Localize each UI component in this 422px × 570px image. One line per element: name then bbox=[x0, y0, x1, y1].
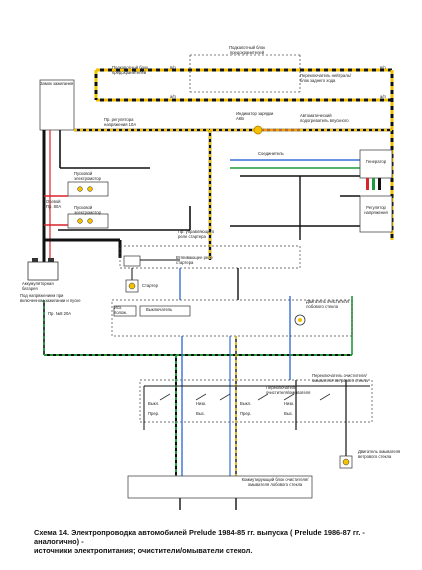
int1-label: Прер. bbox=[148, 411, 160, 416]
voltage-regulator-box bbox=[359, 195, 393, 233]
park-label: Исх. полож. bbox=[114, 305, 128, 315]
generator-box bbox=[359, 149, 393, 179]
high1-label: Выс. bbox=[196, 411, 206, 416]
wiper-feed bbox=[43, 268, 353, 380]
low2-label: Низк. bbox=[284, 401, 295, 406]
off1-label: Выкл. bbox=[148, 401, 160, 406]
wiper-motor-front-label: Двигатель очистителя лобового стекла bbox=[306, 299, 349, 309]
washer-switch-label: Выключатель bbox=[146, 307, 173, 312]
starter-label: Стартер bbox=[142, 283, 158, 288]
starter-block bbox=[119, 245, 301, 293]
start-relay-label: Пусковой электромотор bbox=[74, 171, 101, 181]
fuse-block-label: Подкапотный блок предохранителей bbox=[112, 65, 149, 75]
main-fuse-label: Осевой Пр. 80А bbox=[46, 199, 62, 209]
regulator-wires bbox=[74, 125, 392, 260]
voltage-regulator-label: Регулятор напряжения bbox=[364, 205, 388, 215]
wiper-motor-front-box bbox=[111, 299, 353, 337]
switch-label-1: Переключатель bbox=[266, 385, 297, 390]
control-relay-label: Пр. управляющего реле стартера bbox=[178, 229, 215, 239]
battery-label: Аккумуляторная батарея bbox=[22, 281, 54, 291]
charge-indicator-label: Индикатор зарядки АКБ bbox=[236, 111, 274, 121]
off2-label: Выкл. bbox=[240, 401, 252, 406]
wiper-switch-combined-label: Переключатель очистителя/омывателя ветро… bbox=[312, 373, 368, 383]
bp-top-label: в/п bbox=[170, 65, 176, 70]
battery-feeds bbox=[42, 130, 191, 270]
low1-label: Низк. bbox=[196, 401, 207, 406]
ignition-switch-box bbox=[39, 79, 75, 131]
start-relay2-label: Пусковой электромотор bbox=[74, 205, 101, 215]
wiper-switch-block bbox=[139, 336, 373, 490]
connector-label: Соединитель bbox=[258, 151, 284, 156]
high2-label: Выс. bbox=[284, 411, 294, 416]
ignition-switch-label: Замок зажигания bbox=[40, 81, 74, 86]
auto-switch-label: Автоматический подогреватель впускного bbox=[300, 113, 349, 123]
generator-label: Генератор bbox=[365, 159, 387, 164]
commutator-block-label: Коммутирующий блок очистителя/омывателя … bbox=[241, 477, 309, 487]
bp-mid-label: в/п bbox=[380, 65, 386, 70]
figure-caption: Схема 14. Электропроводка автомобилей Pr… bbox=[34, 528, 404, 555]
caption-line-1: Схема 14. Электропроводка автомобилей Pr… bbox=[34, 528, 365, 546]
battery-box bbox=[27, 261, 59, 281]
inhibit-switch-label: Переключатель нейтраль/блок заднего хода bbox=[300, 73, 351, 83]
generator-wires bbox=[230, 159, 360, 240]
ap-top-label: а/п bbox=[170, 94, 176, 99]
int2-label: Прер. bbox=[240, 411, 252, 416]
fuse-8-label: Пр. №8 20А bbox=[48, 311, 72, 316]
caption-line-2: источники электропитания; очистители/омы… bbox=[34, 546, 253, 555]
under-voltage-label: Под напряжением при включенном зажигании… bbox=[20, 293, 81, 303]
starter-solenoid-label: Втягивающее реле стартера bbox=[176, 255, 213, 265]
switch-label-2: очистителя/омывателя bbox=[266, 390, 311, 395]
fuse-block-top-label: Подкапотный блок предохранителей bbox=[228, 45, 266, 55]
ap-mid-label: а/п bbox=[380, 94, 386, 99]
washer-motor-label: Двигатель омывателя ветрового стекла bbox=[358, 449, 401, 459]
fuse-regulator-label: Пр. регулятора напряжения 10А bbox=[104, 117, 137, 127]
commutator-block-box bbox=[127, 475, 313, 499]
